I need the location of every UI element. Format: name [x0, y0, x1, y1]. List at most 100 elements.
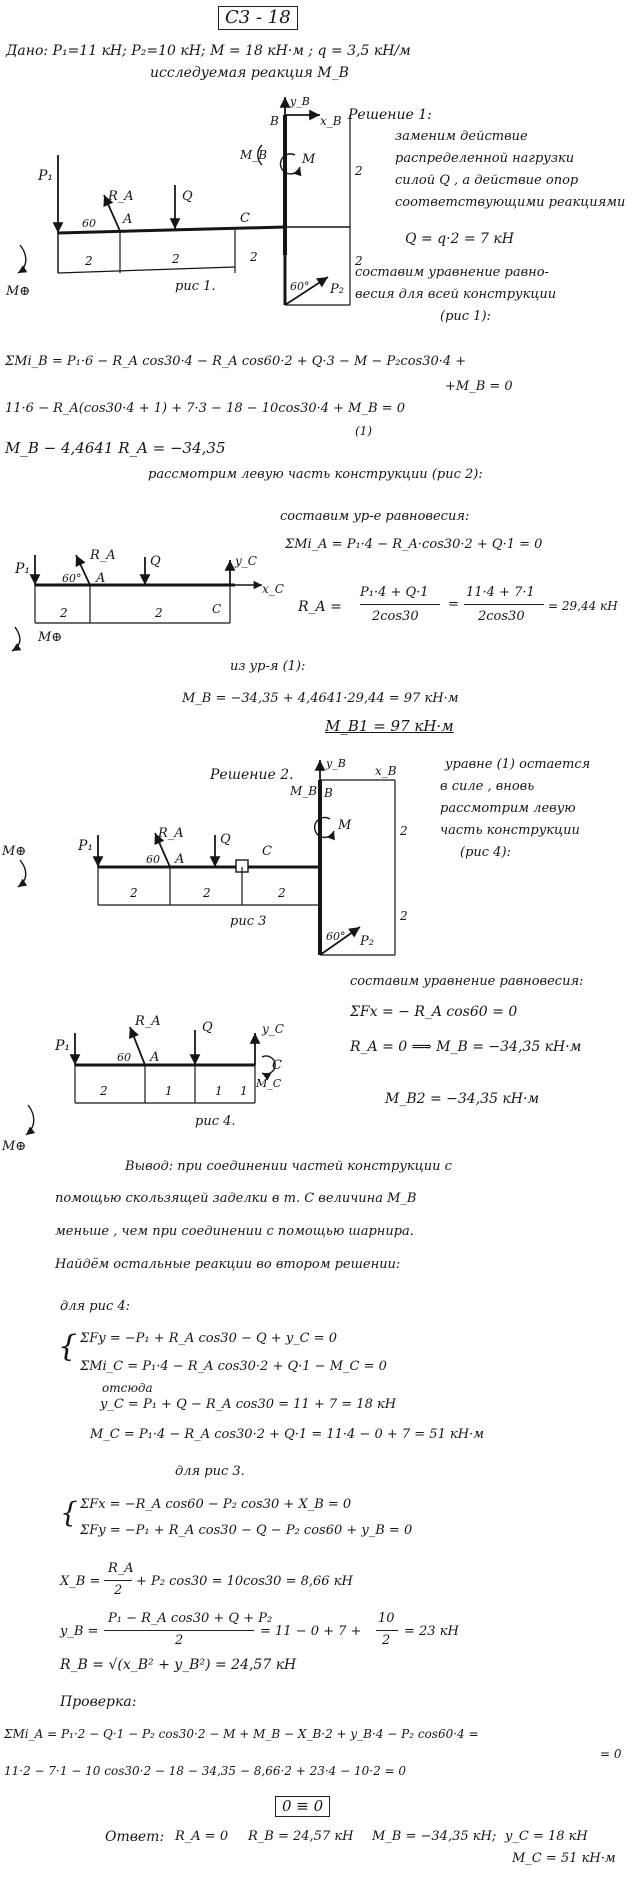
diagram-stroke — [17, 244, 28, 274]
check-equation: = 0 — [600, 1747, 622, 1761]
given-line: Дано: P₁=11 кН; P₂=10 кН; M = 18 кН·м ; … — [6, 43, 411, 59]
conclusion-line: меньше , чем при соединении с помощью ша… — [55, 1224, 414, 1239]
answer-rb: R_B = 24,57 кН — [248, 1829, 354, 1844]
dim: 2 — [99, 1084, 108, 1098]
p2-arrow — [284, 276, 329, 306]
label-ra: R_A — [107, 189, 134, 204]
mb1-result: M_B1 = 97 кН·м — [325, 717, 454, 735]
text-line: отсюда — [102, 1381, 153, 1395]
equation-line: ΣFy = −P₁ + R_A cos30 − Q − P₂ cos60 + y… — [80, 1523, 413, 1538]
dim: 1 — [240, 1084, 248, 1098]
solution2-text-line: уравне (1) остается — [445, 757, 591, 772]
solution2-text-line: рассмотрим левую — [440, 801, 576, 816]
label-mb: M_B — [289, 784, 317, 798]
label-q: Q — [220, 832, 231, 847]
dim: 2 — [249, 250, 258, 264]
label-m: M — [337, 818, 352, 833]
dim: 1 — [215, 1084, 223, 1098]
label-yc: y_C — [234, 554, 257, 568]
label-c: C — [212, 602, 221, 616]
fraction-numerator: P₁ − R_A cos30 + Q + P₂ — [108, 1611, 273, 1626]
label-moment-sign: M⊕ — [5, 284, 30, 299]
text-line: для рис 4: — [60, 1299, 131, 1314]
figure-4: P₁ R_A 60 A Q y_C C M_C 2 1 1 1 M⊕ рис 4… — [1, 1014, 284, 1154]
conclusion-line: помощью скользящей заделки в т. C величи… — [55, 1191, 417, 1206]
fraction-numerator: P₁·4 + Q·1 — [360, 585, 429, 600]
label-ra: R_A — [134, 1014, 161, 1029]
figure-1: P₁ R_A 60 A Q C y_B B x_B M_B M 60° P₂ 2… — [5, 95, 363, 306]
dim: 2 — [354, 164, 363, 178]
label-a: A — [174, 852, 184, 867]
equation-line: ΣMi_C = P₁·4 − R_A cos30·2 + Q·1 − M_C =… — [80, 1359, 387, 1374]
yb-label: y_B = — [60, 1624, 99, 1639]
diagram-stroke — [11, 626, 22, 652]
fraction-bar — [376, 1630, 398, 1631]
dim: 2 — [354, 254, 363, 268]
fraction-denominator: 2 — [114, 1583, 123, 1598]
fraction-denominator: 2 — [175, 1633, 184, 1648]
diagram-stroke — [279, 153, 302, 177]
label-q: Q — [150, 554, 161, 569]
rb-result: R_B = √(x_B² + y_B²) = 24,57 кН — [60, 1657, 297, 1673]
answer-ra: R_A = 0 — [175, 1829, 229, 1844]
check-result: 0 ≡ 0 — [275, 1796, 331, 1817]
fig3-caption: рис 3 — [230, 914, 266, 929]
dim: 2 — [154, 606, 163, 620]
label-b: B — [323, 786, 333, 800]
diagram-stroke — [25, 1104, 36, 1136]
label-yb: y_B — [289, 95, 310, 108]
system-brace: { — [60, 1496, 78, 1529]
label-angle: 60 — [117, 1051, 131, 1064]
fraction-denominator: 2cos30 — [372, 609, 419, 624]
text-line: рассмотрим левую часть конструкции (рис … — [148, 467, 483, 482]
label-moment-sign: M⊕ — [37, 630, 62, 645]
fraction-numerator: 11·4 + 7·1 — [466, 585, 535, 600]
fraction-bar — [360, 604, 440, 605]
equation-line: = 11 − 0 + 7 + — [260, 1624, 362, 1639]
answer-label: Ответ: — [105, 1829, 165, 1845]
equation-line: M_B − 4,4641 R_A = −34,35 — [5, 439, 226, 457]
text-line: из ур-я (1): — [230, 659, 306, 674]
label-p1: P₁ — [77, 838, 93, 854]
figure-3: P₁ R_A 60 A Q C y_B M_B B x_B M 60° P₂ 2… — [1, 757, 408, 956]
diagram-stroke — [313, 816, 335, 841]
system-brace: { — [58, 1329, 78, 1364]
dim: 1 — [165, 1084, 173, 1098]
solution1-text-line: (рис 1): — [440, 309, 491, 324]
fraction-bar — [104, 1580, 132, 1581]
check-equation: ΣMi_A = P₁·2 − Q·1 − P₂ cos30·2 − M + M_… — [4, 1727, 479, 1741]
text-line: составим уравнение равновесия: — [350, 974, 584, 989]
text-line: составим ур-е равновесия: — [280, 509, 470, 524]
solution2-text-line: (рис 4): — [460, 845, 511, 860]
diagram-stroke — [319, 926, 361, 956]
label-a: A — [122, 212, 132, 227]
diagram-stroke — [261, 1055, 276, 1081]
conclusion-line: Найдём остальные реакции во втором решен… — [55, 1257, 401, 1272]
fraction-denominator: 2cos30 — [478, 609, 525, 624]
label-angle: 60 — [146, 853, 160, 866]
label-yb: y_B — [325, 757, 346, 770]
answer-mc: M_C = 51 кН·м — [512, 1851, 616, 1866]
dim: 2 — [171, 252, 180, 266]
fraction-bar — [104, 1630, 254, 1631]
equation-line: M_B = −34,35 + 4,4641·29,44 = 97 кН·м — [182, 691, 459, 706]
solution1-title: Решение 1: — [348, 107, 432, 123]
label-c: C — [262, 844, 272, 859]
diagram-stroke — [75, 554, 91, 586]
equals: = — [448, 597, 459, 612]
label-q: Q — [182, 189, 193, 204]
label-ra: R_A — [89, 548, 116, 563]
mb2-result: M_B2 = −34,35 кН·м — [385, 1091, 540, 1107]
ra-result: = 29,44 кН — [548, 599, 618, 613]
fig4-caption: рис 4. — [195, 1114, 236, 1129]
text-line: для рис 3. — [175, 1464, 245, 1479]
solution2-text-line: в силе , вновь — [440, 779, 535, 794]
dim: 2 — [277, 886, 286, 900]
equation-line: R_A = 0 ⟹ M_B = −34,35 кН·м — [350, 1039, 582, 1055]
equation-line: 11·6 − R_A(cos30·4 + 1) + 7·3 − 18 − 10c… — [5, 401, 405, 416]
label-angle60: 60° — [290, 280, 310, 293]
variant-label: С3 - 18 — [218, 6, 298, 30]
label-yc: y_C — [261, 1022, 284, 1036]
label-q: Q — [202, 1020, 213, 1035]
equation-number: (1) — [355, 424, 372, 438]
